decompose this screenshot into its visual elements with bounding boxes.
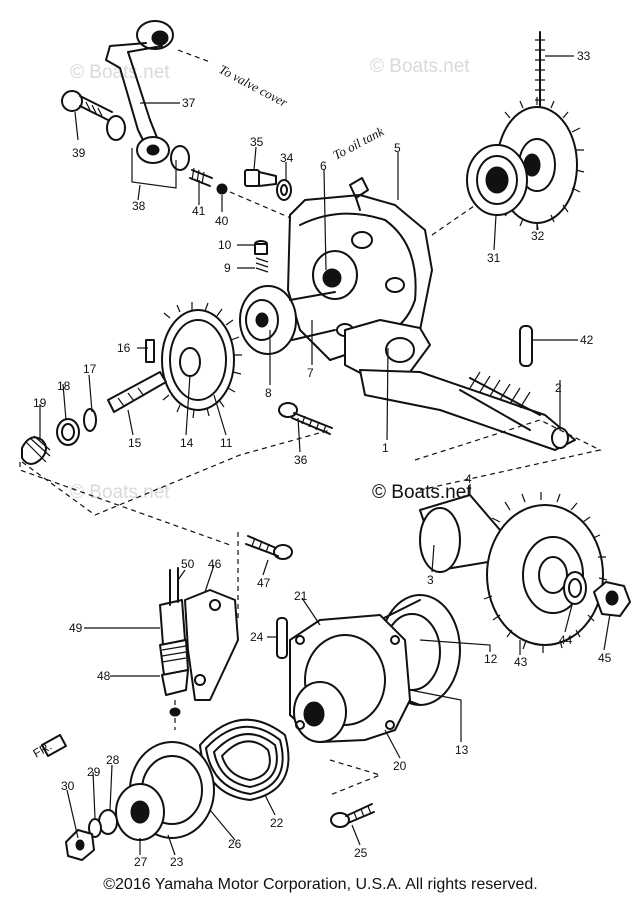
callout-29: 29 — [87, 765, 101, 779]
oil-line-assembly — [61, 20, 301, 223]
note-to-valve-cover: To valve cover — [217, 61, 291, 110]
callout-1: 1 — [382, 441, 389, 455]
pump-gear-lower — [419, 492, 631, 653]
callout-13: 13 — [455, 743, 469, 757]
leader-lines — [39, 55, 611, 856]
callout-24: 24 — [250, 630, 264, 644]
oil-seal-housing — [41, 734, 382, 861]
callout-8: 8 — [265, 386, 272, 400]
callout-21: 21 — [294, 589, 308, 603]
callout-14: 14 — [180, 436, 194, 450]
callout-23: 23 — [170, 855, 184, 869]
callout-5: 5 — [394, 141, 401, 155]
pump-drive-gear — [21, 285, 336, 465]
callout-38: 38 — [132, 199, 146, 213]
callout-40: 40 — [215, 214, 229, 228]
callout-31: 31 — [487, 251, 501, 265]
callout-48: 48 — [97, 669, 111, 683]
callout-27: 27 — [134, 855, 148, 869]
callout-17: 17 — [83, 362, 97, 376]
callout-20: 20 — [393, 759, 407, 773]
oil-level-switch — [159, 532, 375, 828]
callout-39: 39 — [72, 146, 86, 160]
callout-34: 34 — [280, 151, 294, 165]
callout-9: 9 — [224, 261, 231, 275]
callout-33: 33 — [577, 49, 591, 63]
copyright-notice: ©2016 Yamaha Motor Corporation, U.S.A. A… — [103, 876, 538, 893]
callout-45: 45 — [598, 651, 612, 665]
callout-50: 50 — [181, 557, 195, 571]
callout-18: 18 — [57, 379, 71, 393]
callout-16: 16 — [117, 341, 131, 355]
callout-26: 26 — [228, 837, 242, 851]
callout-7: 7 — [307, 366, 314, 380]
callout-35: 35 — [250, 135, 264, 149]
callout-49: 49 — [69, 621, 83, 635]
callout-25: 25 — [354, 846, 368, 860]
clutch-cover-assembly — [199, 594, 461, 801]
callout-2: 2 — [555, 381, 562, 395]
banjo-bolt — [244, 169, 292, 201]
callout-11: 11 — [220, 436, 233, 450]
callout-42: 42 — [580, 333, 594, 347]
oil-pump-body — [254, 177, 491, 379]
driven-gear-upper — [466, 31, 585, 230]
note-to-oil-tank: To oil tank — [330, 123, 386, 162]
watermark: © Boats.net — [70, 62, 170, 83]
watermark: © Boats.net — [372, 482, 472, 503]
watermark: © Boats.net — [70, 482, 170, 503]
callout-43: 43 — [514, 655, 528, 669]
callout-12: 12 — [484, 652, 498, 666]
callout-30: 30 — [61, 779, 75, 793]
callout-numbers: 1 2 3 4 5 6 7 8 9 10 11 12 13 14 15 16 1… — [33, 49, 612, 869]
callout-47: 47 — [257, 576, 271, 590]
callout-28: 28 — [106, 753, 120, 767]
callout-3: 3 — [427, 573, 434, 587]
callout-41: 41 — [192, 204, 206, 218]
callout-10: 10 — [218, 238, 232, 252]
callout-19: 19 — [33, 396, 47, 410]
callout-46: 46 — [208, 557, 222, 571]
callout-36: 36 — [294, 453, 308, 467]
watermark: © Boats.net — [370, 56, 470, 77]
callout-37: 37 — [182, 96, 196, 110]
pump-bolt — [278, 402, 333, 435]
callout-4: 4 — [465, 472, 472, 486]
callout-6: 6 — [320, 159, 327, 173]
callout-15: 15 — [128, 436, 142, 450]
callout-22: 22 — [270, 816, 284, 830]
callout-32: 32 — [531, 229, 545, 243]
callout-44: 44 — [559, 633, 573, 647]
